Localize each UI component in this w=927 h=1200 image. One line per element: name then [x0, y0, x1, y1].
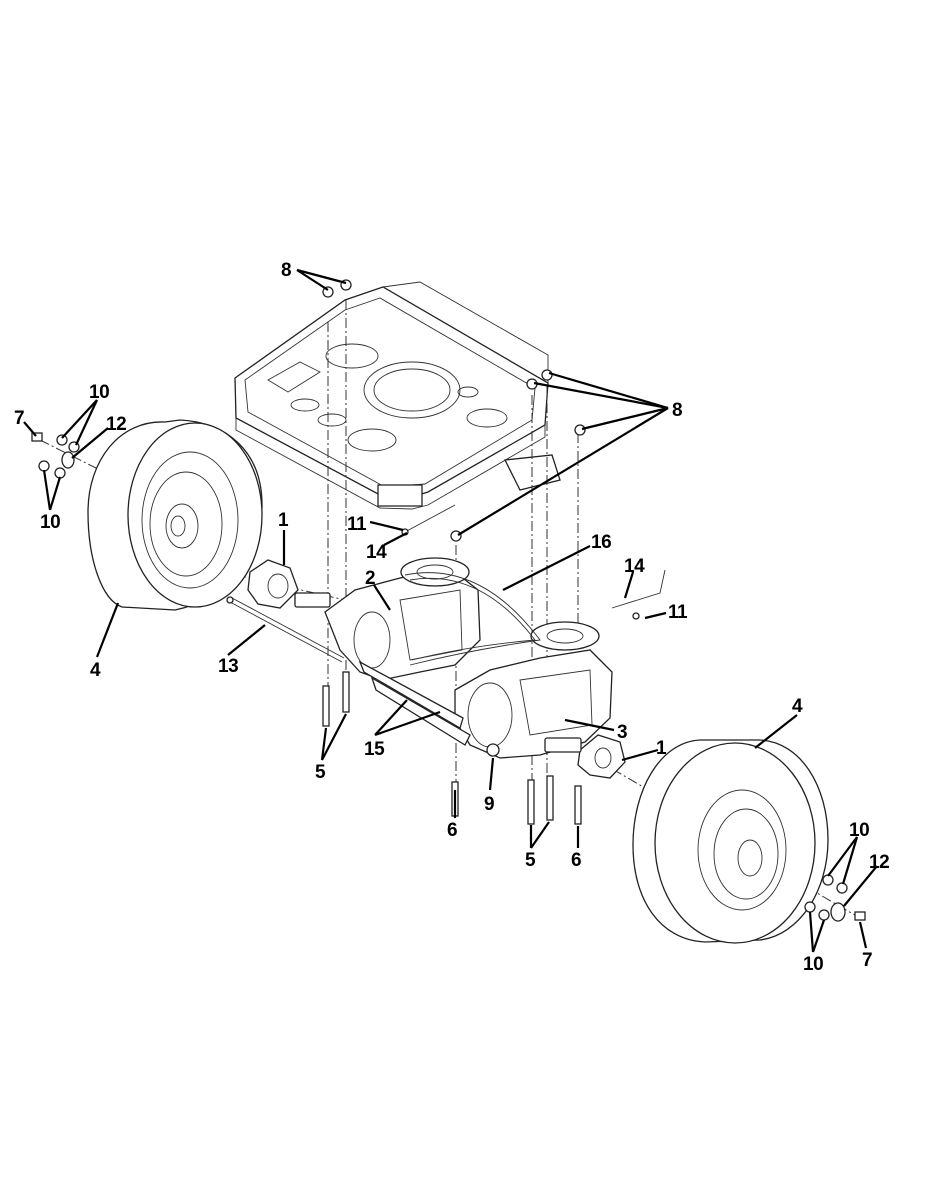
callout-12-left: 12: [106, 414, 126, 435]
callout-2: 2: [365, 568, 375, 589]
callout-13: 13: [218, 656, 238, 677]
leader-lines: [23, 268, 878, 953]
callout-4-right: 4: [792, 696, 803, 717]
right-transaxle: [454, 621, 613, 759]
tie-rod: [226, 596, 345, 663]
callout-10-upper-left: 10: [89, 382, 109, 403]
callout-16: 16: [591, 532, 611, 553]
left-wheel: [87, 419, 263, 611]
callout-1-left: 1: [278, 510, 289, 531]
cross-tubes: [358, 660, 471, 746]
left-hub: [247, 559, 299, 609]
callout-14-right: 14: [624, 556, 645, 577]
callout-10-upper-right: 10: [849, 820, 869, 841]
callout-11-right: 11: [668, 602, 688, 623]
callout-4-left: 4: [90, 660, 101, 681]
callout-6-left: 6: [447, 820, 457, 841]
callout-3: 3: [617, 722, 627, 743]
washers-and-studs: [31, 432, 866, 922]
right-wheel: [632, 739, 829, 944]
callout-10-lower-right: 10: [803, 954, 823, 975]
callout-1-right: 1: [656, 738, 667, 759]
drive-belt: [404, 572, 541, 666]
callout-labels: 8 8 10 7 12 10 1 11 14 16 2 14 11 4 13 1…: [14, 260, 890, 975]
callout-14-center: 14: [366, 542, 387, 563]
right-hub: [577, 734, 626, 779]
callout-11-center: 11: [347, 514, 367, 535]
callout-9: 9: [484, 794, 494, 815]
callout-5-right: 5: [525, 850, 536, 871]
callout-7-left: 7: [14, 408, 24, 429]
callout-15: 15: [364, 739, 385, 760]
callout-12-right: 12: [869, 852, 889, 873]
callout-7-right: 7: [862, 950, 872, 971]
frame-assembly: [234, 281, 561, 510]
callout-8-top: 8: [281, 260, 291, 281]
callout-5-left: 5: [315, 762, 326, 783]
callout-6-right: 6: [571, 850, 581, 871]
left-transaxle: [294, 557, 481, 681]
callout-8-right: 8: [672, 400, 682, 421]
callout-10-lower-left: 10: [40, 512, 60, 533]
